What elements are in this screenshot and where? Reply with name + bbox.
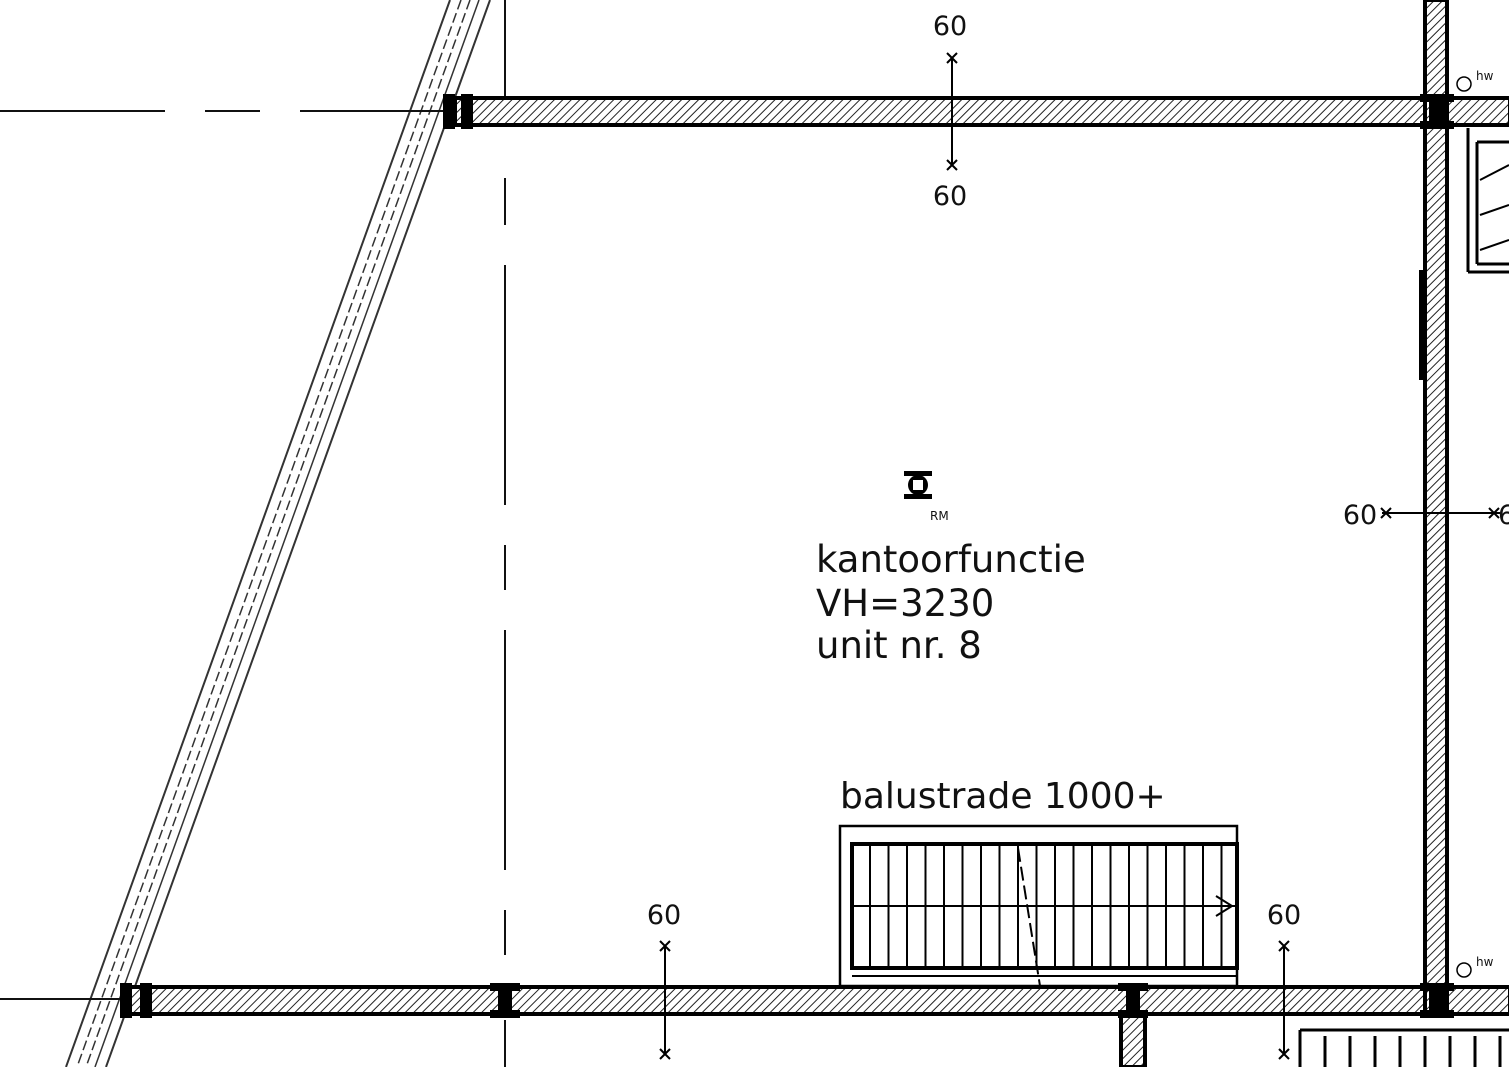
- dimension-tick: [946, 159, 958, 171]
- room-function-label: kantoorfunctie: [816, 538, 1086, 581]
- svg-text:hw: hw: [1476, 69, 1494, 83]
- room-sensor-icon: RM: [904, 471, 949, 523]
- balustrade-stair: [838, 824, 1239, 988]
- wall-joints: [120, 94, 1454, 1018]
- diagonal-facade-wall: [65, 0, 491, 1067]
- top-wall: [453, 96, 1509, 127]
- grid-axes: [0, 0, 506, 1067]
- dimension-top-upper: 60: [933, 11, 967, 42]
- stair-top-right: [1466, 128, 1509, 274]
- dimension-tick: [1278, 940, 1290, 952]
- dimension-tick: [946, 52, 958, 64]
- balustrade-label: balustrade 1000+: [840, 776, 1166, 817]
- hw-marker-bottom: hw: [1456, 955, 1494, 978]
- dimension-tick: [659, 940, 671, 952]
- dimension-bottom-right: 60: [1267, 900, 1301, 931]
- stair-bottom-right: [1298, 1028, 1509, 1067]
- dimension-right-right: 6: [1498, 500, 1509, 531]
- bottom-wall: [128, 985, 1509, 1016]
- sensor-label: RM: [930, 509, 949, 523]
- room-unit-label: unit nr. 8: [816, 624, 982, 667]
- dimension-top-lower: 60: [933, 181, 967, 212]
- dimension-tick: [1278, 1048, 1290, 1060]
- room-height-label: VH=3230: [816, 582, 994, 625]
- hw-marker-top: hw: [1456, 69, 1494, 92]
- svg-text:hw: hw: [1476, 955, 1494, 969]
- dimension-bottom-left: 60: [647, 900, 681, 931]
- dimension-tick: [659, 1048, 671, 1060]
- dimension-right-left: 60: [1343, 500, 1377, 531]
